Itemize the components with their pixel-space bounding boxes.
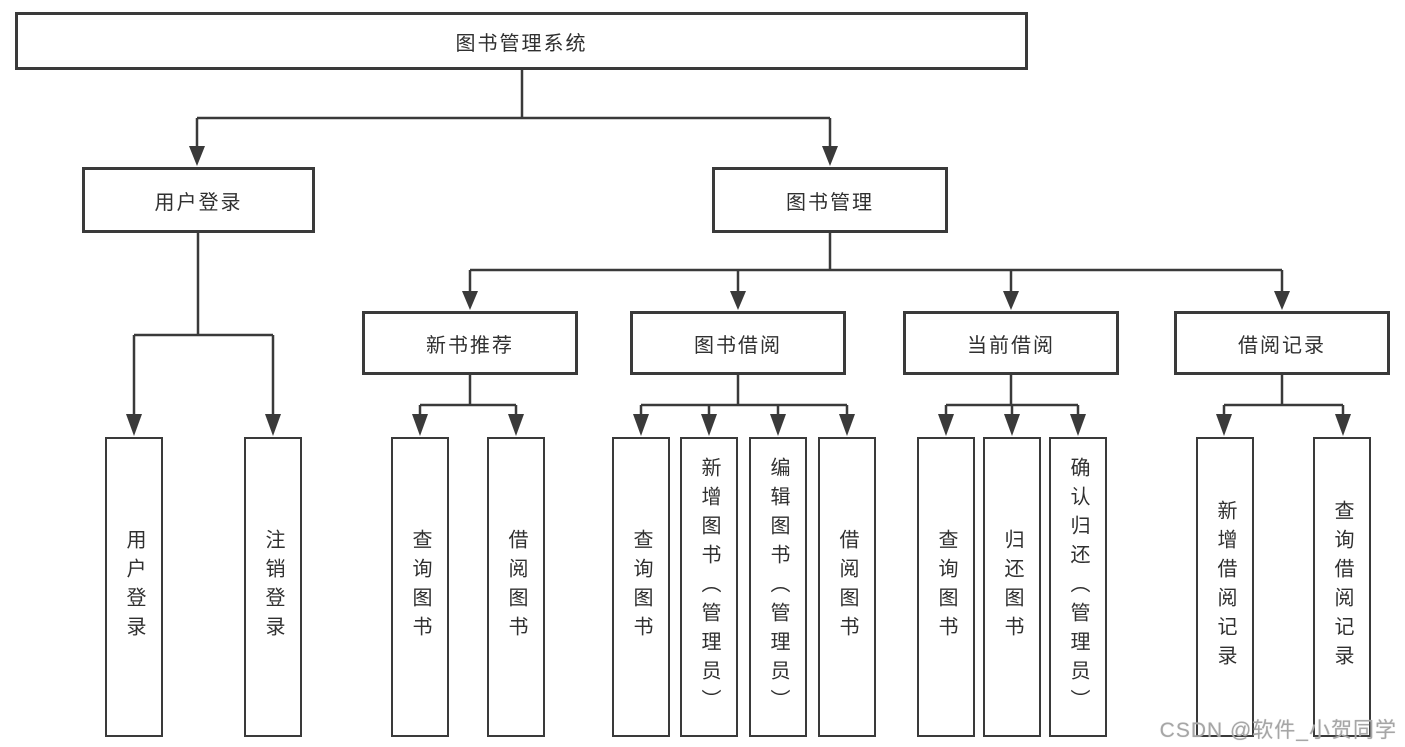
node-book-management-label: 图书管理 [786,191,874,214]
leaf-current-confirm-return-admin-label: 确认归还（管理员） [1067,456,1089,718]
leaf-current-confirm-return-admin: 确认归还（管理员） [1049,437,1107,737]
node-new-book-recommend-label: 新书推荐 [426,334,514,357]
leaf-borrow-borrow-books-label: 借阅图书 [836,529,858,645]
csdn-watermark: CSDN @软件_小贺同学 [1159,719,1397,742]
leaf-records-query-record-label: 查询借阅记录 [1331,500,1353,674]
leaf-borrow-edit-books-admin: 编辑图书（管理员） [749,437,807,737]
leaf-records-add-record-label: 新增借阅记录 [1214,500,1236,674]
leaf-borrow-borrow-books: 借阅图书 [818,437,876,737]
root-node-label: 图书管理系统 [455,32,588,55]
leaf-user-login: 用户登录 [105,437,163,737]
leaf-borrow-query-books-label: 查询图书 [630,529,652,645]
leaf-user-login-label: 用户登录 [123,529,145,645]
leaf-records-query-record: 查询借阅记录 [1313,437,1371,737]
leaf-records-add-record: 新增借阅记录 [1196,437,1254,737]
leaf-newbooks-borrow-books-label: 借阅图书 [505,529,527,645]
node-book-borrow-label: 图书借阅 [694,334,782,357]
leaf-newbooks-query-books: 查询图书 [391,437,449,737]
leaf-current-return-books-label: 归还图书 [1001,529,1023,645]
node-new-book-recommend: 新书推荐 [362,311,578,375]
leaf-borrow-query-books: 查询图书 [612,437,670,737]
root-node-library-system: 图书管理系统 [15,12,1028,70]
node-current-borrow-label: 当前借阅 [967,334,1055,357]
leaf-newbooks-borrow-books: 借阅图书 [487,437,545,737]
node-book-management: 图书管理 [712,167,948,233]
node-current-borrow: 当前借阅 [903,311,1119,375]
leaf-logout: 注销登录 [244,437,302,737]
node-user-login-label: 用户登录 [154,191,243,214]
node-borrow-records-label: 借阅记录 [1238,334,1326,357]
node-user-login: 用户登录 [82,167,315,233]
leaf-logout-label: 注销登录 [262,529,284,645]
leaf-newbooks-query-books-label: 查询图书 [409,529,431,645]
leaf-current-query-books: 查询图书 [917,437,975,737]
node-borrow-records: 借阅记录 [1174,311,1390,375]
leaf-current-query-books-label: 查询图书 [935,529,957,645]
leaf-borrow-edit-books-admin-label: 编辑图书（管理员） [767,456,789,718]
leaf-borrow-add-books-admin: 新增图书（管理员） [680,437,738,737]
leaf-current-return-books: 归还图书 [983,437,1041,737]
arrowhead-icons [126,146,1351,436]
leaf-borrow-add-books-admin-label: 新增图书（管理员） [698,456,720,718]
node-book-borrow: 图书借阅 [630,311,846,375]
